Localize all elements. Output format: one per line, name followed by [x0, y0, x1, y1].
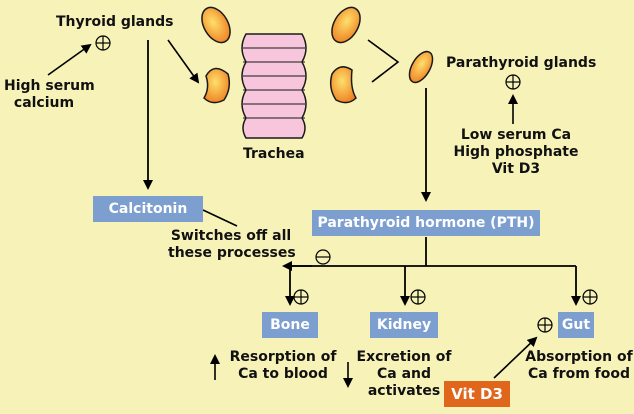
thyroid-glands-label: Thyroid glands [56, 14, 174, 30]
calcitonin-connector [202, 209, 238, 227]
high-serum-calcium-label: High serum calcium [4, 78, 95, 112]
switches-off-line-1: Switches off all [170, 228, 292, 244]
plus-sign-bone [293, 289, 309, 305]
parathyroid-pointer [367, 39, 400, 83]
high-serum-line-2: calcium [13, 95, 75, 111]
gut-box: Gut [558, 312, 594, 338]
resorption-line-2: Ca to blood [238, 366, 328, 382]
parathyroid-glands-label: Parathyroid glands [446, 55, 597, 71]
parathyroid-gland [408, 50, 434, 84]
plus-sign-vitd3 [537, 317, 553, 333]
excretion-line-3: activates [367, 383, 441, 399]
excretion-line-1: Excretion of [356, 349, 452, 365]
resorption-label: Resorption of Ca to blood [226, 349, 340, 383]
arrow-vitd3-to-gut [493, 336, 538, 379]
bone-box: Bone [262, 312, 318, 338]
high-serum-line-1: High serum [4, 78, 95, 94]
absorption-label: Absorption of Ca from food [524, 349, 634, 383]
plus-sign-gut [582, 289, 598, 305]
thyroid-lobe-lower-right [329, 66, 357, 104]
plus-sign-kidney [410, 289, 426, 305]
plus-sign-thyroid [95, 35, 111, 51]
plus-sign-parathyroid [505, 74, 521, 90]
thyroid-lobe-lower-left [203, 67, 231, 104]
switches-off-line-2: these processes [168, 245, 296, 261]
arrow-high-calcium [47, 43, 92, 76]
thyroid-lobe-upper-left [201, 6, 231, 44]
absorption-line-2: Ca from food [527, 366, 631, 382]
trachea-shape [241, 33, 307, 139]
low-serum-line-3: Vit D3 [491, 161, 541, 177]
trachea-label: Trachea [243, 146, 305, 162]
vit-d3-box: Vit D3 [444, 381, 510, 407]
thyroid-lobe-upper-right [331, 6, 361, 44]
excretion-label: Excretion of Ca and activates [354, 349, 454, 400]
pth-box: Parathyroid hormone (PTH) [312, 210, 540, 236]
switches-off-label: Switches off all these processes [168, 228, 296, 262]
calcitonin-box: Calcitonin [93, 196, 203, 222]
arrow-thyroid-label-to-lobe [167, 39, 200, 84]
low-serum-label: Low serum Ca High phosphate Vit D3 [448, 127, 584, 178]
kidney-box: Kidney [370, 312, 438, 338]
absorption-line-1: Absorption of [525, 349, 633, 365]
excretion-line-2: Ca and [376, 366, 432, 382]
low-serum-line-2: High phosphate [453, 144, 579, 160]
resorption-line-1: Resorption of [229, 349, 337, 365]
low-serum-line-1: Low serum Ca [460, 127, 572, 143]
minus-sign [315, 249, 331, 265]
